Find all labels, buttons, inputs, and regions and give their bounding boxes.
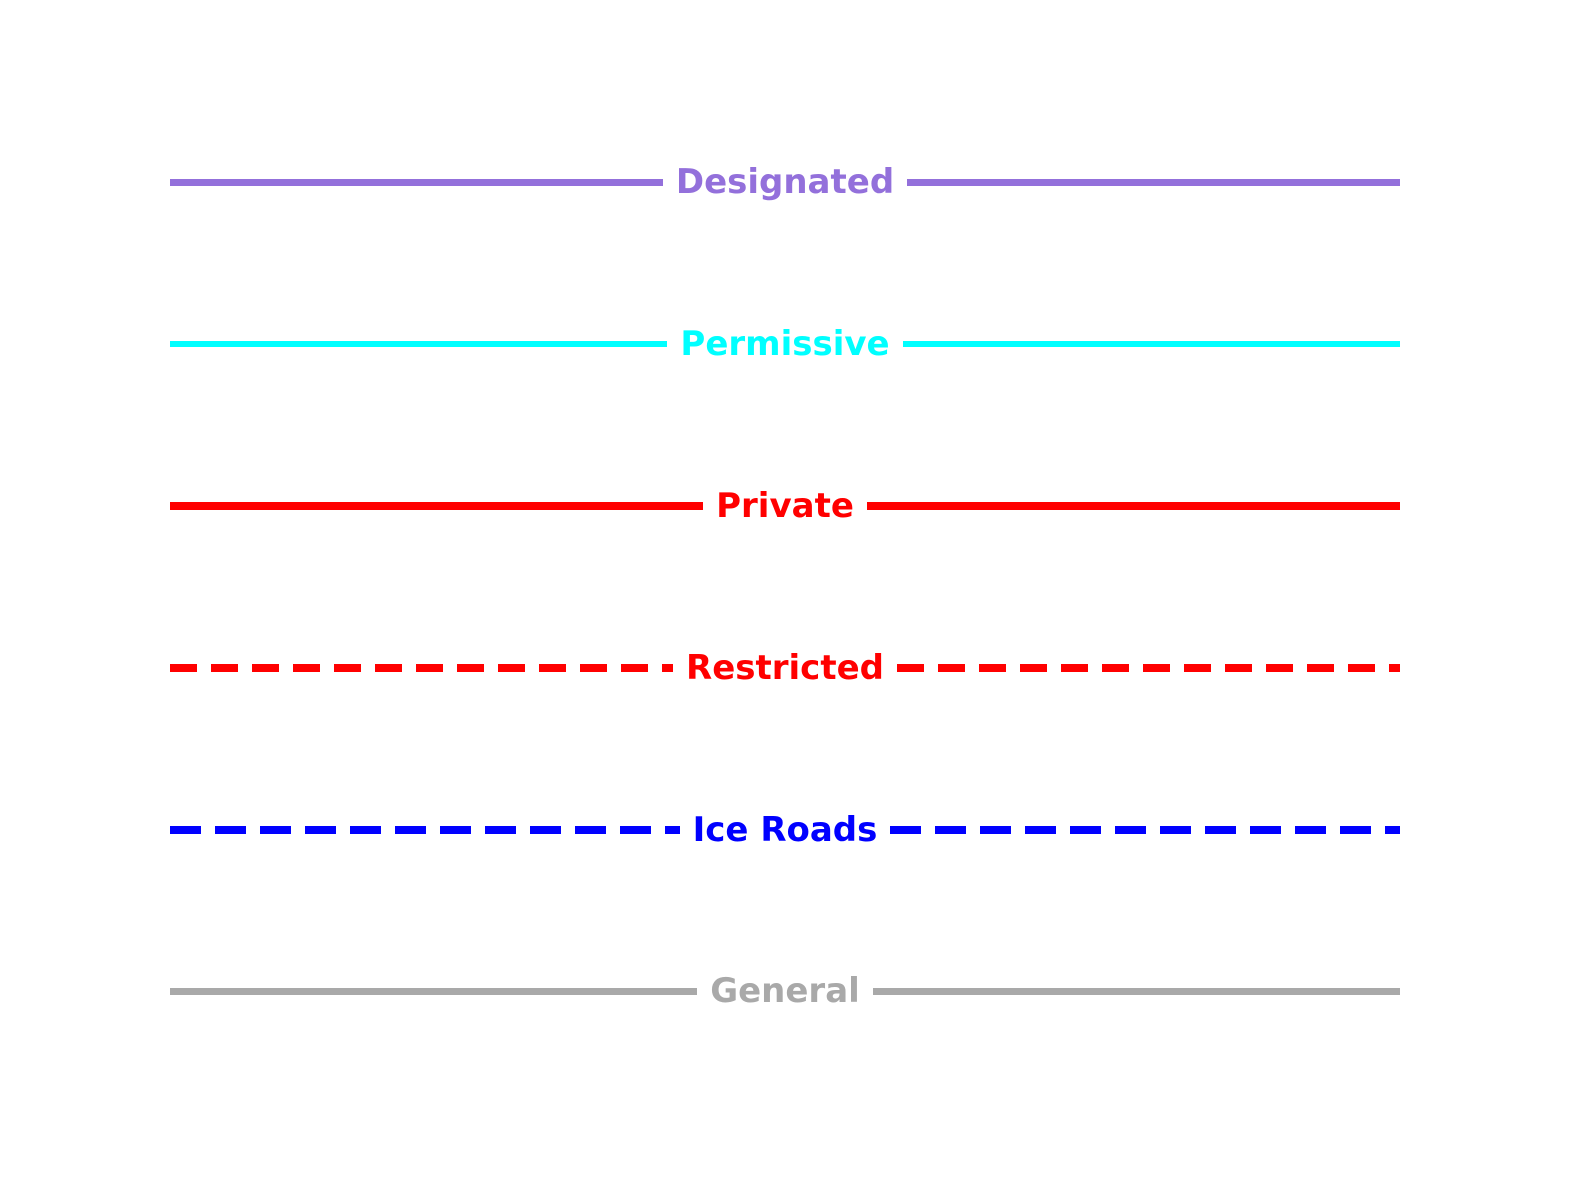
legend-line-left [170, 826, 680, 834]
legend-label-ice-roads: Ice Roads [692, 810, 878, 850]
legend-line-right [896, 664, 1400, 672]
legend-row-designated: Designated [170, 152, 1400, 212]
legend-label-restricted: Restricted [686, 648, 884, 688]
legend-line-right [902, 341, 1400, 347]
legend-row-permissive: Permissive [170, 314, 1400, 374]
legend-row-general: General [170, 961, 1401, 1021]
legend-row-private: Private [170, 476, 1401, 536]
legend-label-permissive: Permissive [680, 324, 890, 364]
legend-label-general: General [710, 971, 860, 1011]
legend-line-left [170, 502, 704, 510]
legend-line-left [170, 178, 663, 186]
legend-line-left [170, 664, 674, 672]
legend-row-restricted: Restricted [170, 638, 1400, 698]
legend-line-right [890, 826, 1401, 834]
legend-row-ice-roads: Ice Roads [170, 800, 1401, 860]
legend-line-right [872, 987, 1401, 995]
legend-line-left [170, 341, 668, 347]
legend-line-right [866, 502, 1401, 510]
legend-line-left [170, 987, 698, 995]
legend-line-right [907, 178, 1400, 186]
legend-label-private: Private [716, 486, 854, 526]
legend-label-designated: Designated [675, 162, 895, 202]
